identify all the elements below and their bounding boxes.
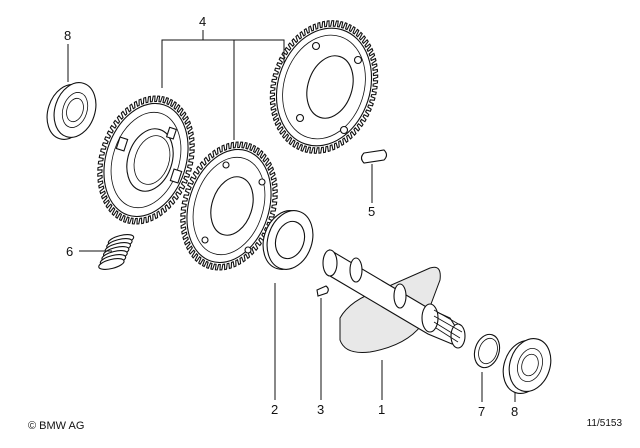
callout-1: 1 [378, 402, 385, 417]
copyright-text: BMW AG [39, 420, 85, 432]
callout-5: 5 [368, 204, 375, 219]
ball-bearing-lower [502, 338, 552, 394]
compression-spring [98, 234, 135, 270]
callout-4: 4 [199, 14, 206, 29]
gear-with-hub [97, 95, 195, 225]
leader-lines [67, 30, 516, 402]
diagram-code: 11/5153 [586, 418, 622, 429]
balance-shaft [322, 249, 466, 353]
callout-8-lower: 8 [511, 404, 518, 419]
spring-coil [98, 258, 125, 270]
thrust-washer [262, 210, 314, 270]
copyright-symbol: © [28, 420, 37, 432]
callout-7: 7 [478, 404, 485, 419]
key-pin [360, 149, 388, 164]
gear-large [269, 20, 379, 154]
woodruff-key [316, 285, 329, 297]
ball-bearing-upper [46, 82, 97, 140]
callout-8-upper: 8 [64, 28, 71, 43]
callout-2: 2 [271, 402, 278, 417]
callout-3: 3 [317, 402, 324, 417]
gear-middle [180, 141, 278, 271]
copyright-notice: © BMW AG [28, 420, 84, 432]
callout-6: 6 [66, 244, 73, 259]
circlip [473, 333, 501, 369]
